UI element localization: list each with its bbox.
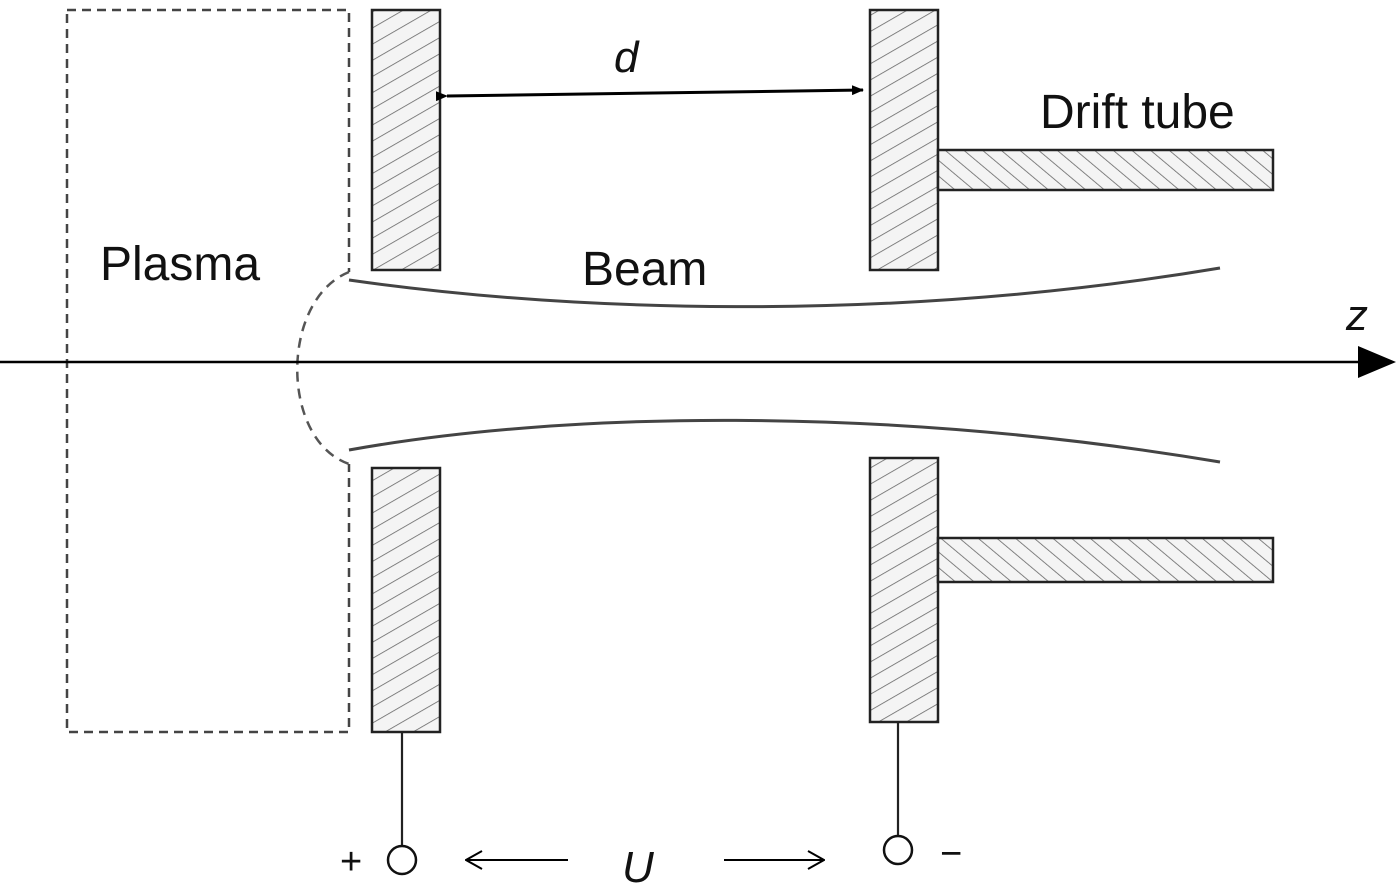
plasma-meniscus [296, 270, 350, 466]
terminal-positive [386, 844, 418, 876]
extraction-electrode-top [370, 8, 442, 272]
drift-tube-wall-top [936, 148, 1275, 192]
beam-envelope-bottom [348, 418, 1221, 464]
beam-envelope-top [348, 266, 1221, 309]
beam-label: Beam [582, 243, 707, 296]
plasma-label: Plasma [100, 238, 260, 291]
terminal-negative [882, 834, 914, 866]
z-axis-arrowhead [1358, 346, 1396, 378]
axis-label: z [1345, 291, 1368, 340]
acceleration-electrode-top [868, 8, 940, 272]
plasma-region-outline [65, 8, 351, 734]
drift-tube-label: Drift tube [1040, 86, 1235, 139]
negative-sign: − [940, 833, 962, 875]
gap-label: d [614, 33, 640, 82]
drift-tube-wall-bottom [936, 536, 1275, 584]
voltage-label: U [622, 843, 654, 890]
positive-sign: + [340, 841, 362, 883]
gap-dimension-arrow [435, 85, 864, 102]
acceleration-electrode-bottom [868, 456, 940, 724]
extraction-electrode-bottom [370, 466, 442, 734]
meniscus-gap-mask [344, 272, 354, 464]
